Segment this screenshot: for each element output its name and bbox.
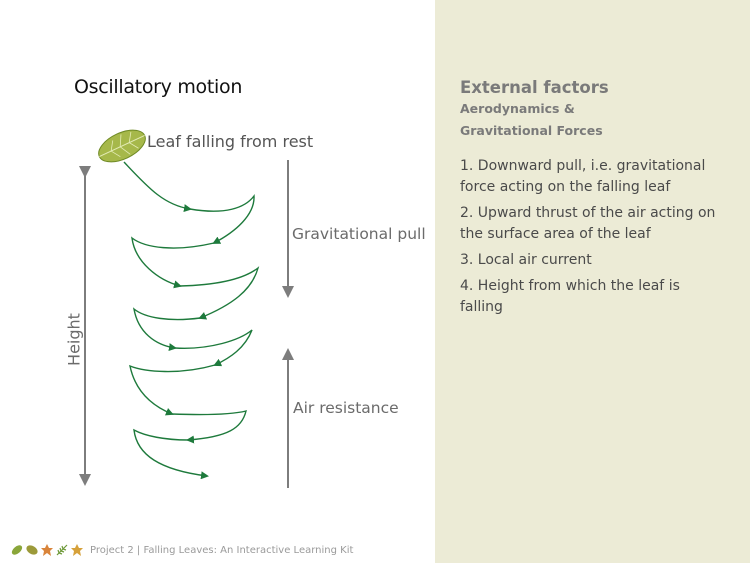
label-height: Height — [64, 313, 84, 366]
factor-item: 1. Downward pull, i.e. gravitational for… — [460, 158, 706, 195]
factors-list: 1. Downward pull, i.e. gravitational for… — [460, 156, 720, 323]
leaf-icon-maple-orange — [41, 544, 53, 556]
path-swing-8 — [171, 410, 247, 444]
diagram-title: Oscillatory motion — [74, 76, 243, 98]
subheading-line-2: Gravitational Forces — [460, 123, 603, 138]
factor-item: 2. Upward thrust of the air acting on th… — [460, 205, 716, 242]
factors-panel — [435, 0, 750, 563]
path-swing-9 — [133, 428, 209, 480]
footer-leaves — [10, 543, 84, 557]
label-gravitational-pull: Gravitational pull — [292, 225, 426, 243]
path-swing-5 — [132, 307, 201, 352]
factors-subheading: Aerodynamics & Gravitational Forces — [460, 98, 660, 142]
footer-text: Project 2 | Falling Leaves: An Interacti… — [90, 544, 354, 556]
label-air-resistance: Air resistance — [293, 399, 399, 417]
leaf-icon-olive — [26, 545, 38, 555]
leaf-icon — [98, 129, 146, 163]
leaf-icon-maple-yellow — [71, 544, 83, 556]
factor-item: 3. Local air current — [460, 252, 592, 268]
path-swing-3 — [131, 236, 215, 289]
footer: Project 2 | Falling Leaves: An Interacti… — [10, 542, 353, 558]
subheading-line-1: Aerodynamics & — [460, 101, 575, 116]
diagram-panel — [0, 0, 435, 563]
path-swing-6 — [174, 327, 254, 367]
path-swing-1 — [123, 161, 192, 212]
path-swing-4 — [179, 266, 260, 320]
factor-item: 4. Height from which the leaf is falling — [460, 278, 680, 315]
leaf-icon-fern — [56, 544, 68, 556]
path-swing-2 — [189, 194, 255, 244]
leaf-icon-green — [11, 545, 23, 555]
path-swing-7 — [129, 364, 216, 416]
factors-heading: External factors — [460, 78, 609, 97]
label-leaf-at-rest: Leaf falling from rest — [147, 132, 314, 151]
